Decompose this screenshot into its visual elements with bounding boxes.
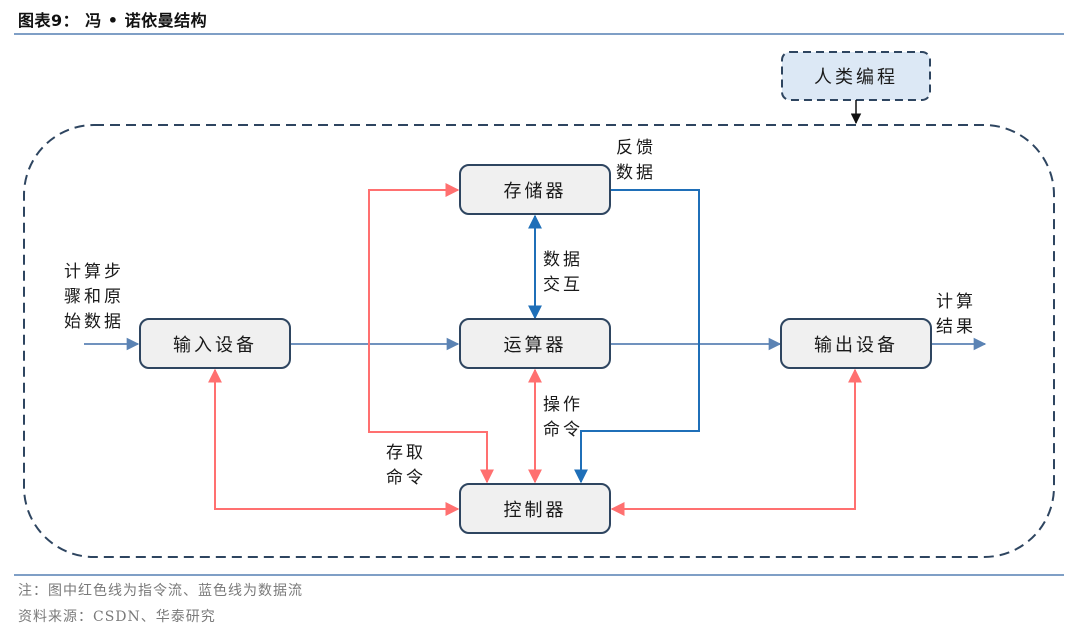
node-memory: 存储器 <box>459 164 611 215</box>
feedback-label-line2: 数据 <box>616 163 656 183</box>
edge-controller-input <box>208 368 460 516</box>
computer-boundary-frame <box>23 124 1055 558</box>
source-note: 资料来源：CSDN、华泰研究 <box>18 609 216 625</box>
figure-title: 图表9： 冯 • 诺依曼结构 <box>18 11 208 30</box>
output-label: 输出设备 <box>814 335 898 356</box>
controller-label: 控制器 <box>504 500 567 521</box>
edge-controller-output <box>610 368 862 516</box>
access-label-line2: 命令 <box>386 468 426 488</box>
output-desc-line2: 结果 <box>936 317 976 337</box>
operate-label-line2: 命令 <box>543 420 583 440</box>
input-desc-line3: 始数据 <box>64 312 124 332</box>
output-desc-line1: 计算 <box>936 292 976 312</box>
memory-label: 存储器 <box>504 181 567 202</box>
title-divider <box>14 33 1064 35</box>
node-alu: 运算器 <box>459 318 611 369</box>
input-desc-line2: 骤和原 <box>64 287 124 307</box>
footnote: 注：图中红色线为指令流、蓝色线为数据流 <box>18 583 303 599</box>
feedback-label-line1: 反馈 <box>616 138 656 158</box>
alu-label: 运算器 <box>504 335 567 356</box>
input-desc-line1: 计算步 <box>64 262 124 282</box>
exchange-label-line1: 数据 <box>543 250 583 270</box>
human-programming-label: 人类编程 <box>814 67 898 88</box>
footer-divider <box>14 574 1064 576</box>
node-output: 输出设备 <box>780 318 932 369</box>
input-label: 输入设备 <box>173 335 257 356</box>
exchange-label-line2: 交互 <box>543 275 583 295</box>
access-label-line1: 存取 <box>386 443 426 463</box>
operate-label-line1: 操作 <box>543 395 583 415</box>
node-controller: 控制器 <box>459 483 611 534</box>
node-input: 输入设备 <box>139 318 291 369</box>
